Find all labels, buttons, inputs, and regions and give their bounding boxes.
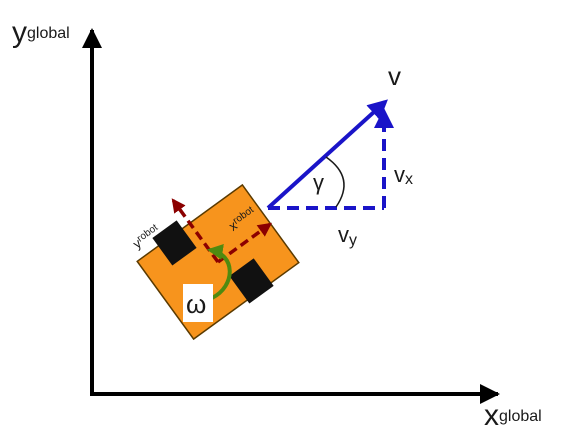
y-global-main: y xyxy=(12,16,27,49)
omega-label: ω xyxy=(186,289,206,319)
gamma-label: γ xyxy=(313,170,324,195)
v-label: v xyxy=(388,61,401,91)
vy-sub: y xyxy=(349,232,357,249)
x-global-sub: global xyxy=(499,408,542,425)
wheel-bottom xyxy=(229,258,274,304)
vx-main: v xyxy=(394,162,405,187)
x-global-main: x xyxy=(484,399,499,432)
robot: xrobot yrobot xyxy=(130,183,300,341)
vy-main: v xyxy=(338,222,349,247)
x-global-label: xglobal xyxy=(484,399,542,432)
omega-rotation-arrow xyxy=(206,244,232,300)
vx-label: vx xyxy=(394,162,413,188)
velocity-vector xyxy=(266,99,388,210)
gamma-angle-arc xyxy=(325,156,345,208)
robot-x-axis xyxy=(216,222,273,264)
robot-y-axis xyxy=(171,198,220,264)
y-global-label: yglobal xyxy=(12,16,70,49)
omega-label-box xyxy=(183,284,213,322)
vx-sub: x xyxy=(405,171,413,188)
y-global-sub: global xyxy=(27,25,70,42)
wheel-top xyxy=(152,220,197,266)
vy-label: vy xyxy=(338,222,357,249)
